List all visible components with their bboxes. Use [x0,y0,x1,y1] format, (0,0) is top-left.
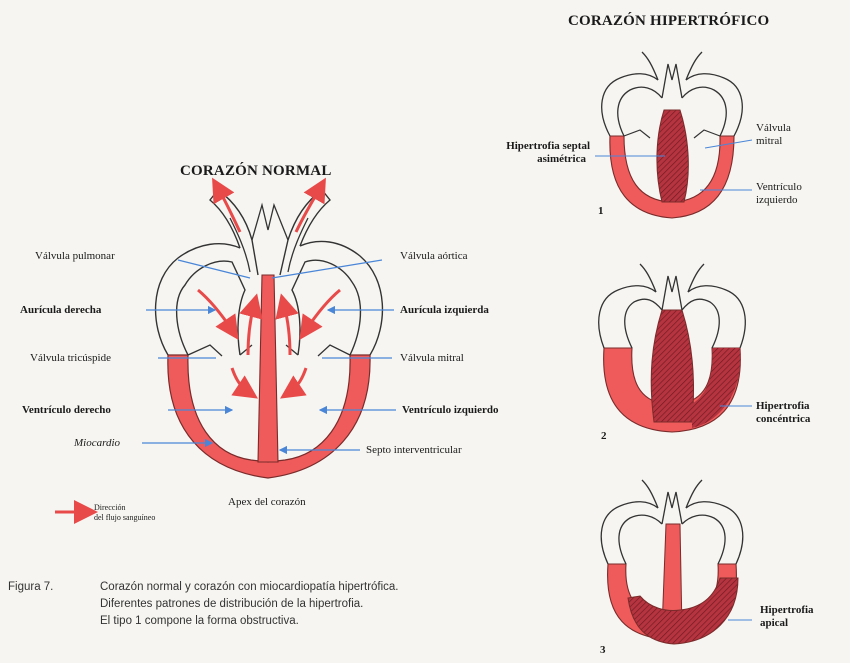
label-fig1-ventriculo: Ventrículo izquierdo [756,181,802,207]
fig1-label-line2: asimétrica [470,153,586,166]
normal-left-atrium [292,260,360,355]
fig1-valve-line1: Válvula [756,122,791,135]
label-fig3-hypertrophy: Hipertrofia apical [760,604,814,630]
fig1-ventricle-line1: Ventrículo [756,181,802,194]
hypertrophic-heart-1 [602,52,743,218]
label-valvula-tricuspide: Válvula tricúspide [30,352,111,365]
legend-line1: Dirección [94,503,155,513]
hypertrophic-heart-title: CORAZÓN HIPERTRÓFICO [568,13,769,30]
label-auricula-derecha: Aurícula derecha [20,304,101,317]
caption-figure-label: Figura 7. [8,579,53,596]
fig2-number: 2 [601,430,607,443]
caption-line1: Corazón normal y corazón con miocardiopa… [100,579,399,596]
normal-septum [258,275,278,462]
fig2-label-line1: Hipertrofia [756,400,810,413]
fig1-valve-line2: mitral [756,135,791,148]
label-valvula-mitral: Válvula mitral [400,352,464,365]
label-fig2-hypertrophy: Hipertrofia concéntrica [756,400,810,426]
label-fig1-hypertrophy: Hipertrofia septal asimétrica [470,140,590,166]
normal-heart-title: CORAZÓN NORMAL [180,163,332,180]
fig3-label-line2: apical [760,617,814,630]
fig1-ventricle-line2: izquierdo [756,194,802,207]
caption-line2: Diferentes patrones de distribución de l… [100,596,399,613]
legend-label: Dirección del flujo sanguíneo [94,503,155,523]
hypertrophic-heart-2 [599,264,746,432]
fig3-label-line1: Hipertrofia [760,604,814,617]
label-septo: Septo interventricular [366,444,462,457]
hypertrophic-heart-3 [601,480,743,644]
label-miocardio: Miocardio [74,437,120,450]
normal-heart [55,188,396,512]
fig1-number: 1 [598,205,604,218]
fig2-label-line2: concéntrica [756,413,810,426]
legend-line2: del flujo sanguíneo [94,513,155,523]
label-apex: Apex del corazón [228,496,306,509]
caption-line3: El tipo 1 compone la forma obstructiva. [100,613,399,630]
label-ventriculo-izquierdo: Ventrículo izquierdo [402,404,498,417]
label-ventriculo-derecho: Ventrículo derecho [22,404,111,417]
label-valvula-pulmonar: Válvula pulmonar [35,250,115,263]
normal-right-atrium [177,261,245,355]
fig3-number: 3 [600,644,606,657]
label-valvula-aortica: Válvula aórtica [400,250,468,263]
caption-text: Corazón normal y corazón con miocardiopa… [100,579,399,630]
fig1-label-line1: Hipertrofia septal [470,140,590,153]
label-fig1-valvula-mitral: Válvula mitral [756,122,791,148]
label-auricula-izquierda: Aurícula izquierda [400,304,489,317]
